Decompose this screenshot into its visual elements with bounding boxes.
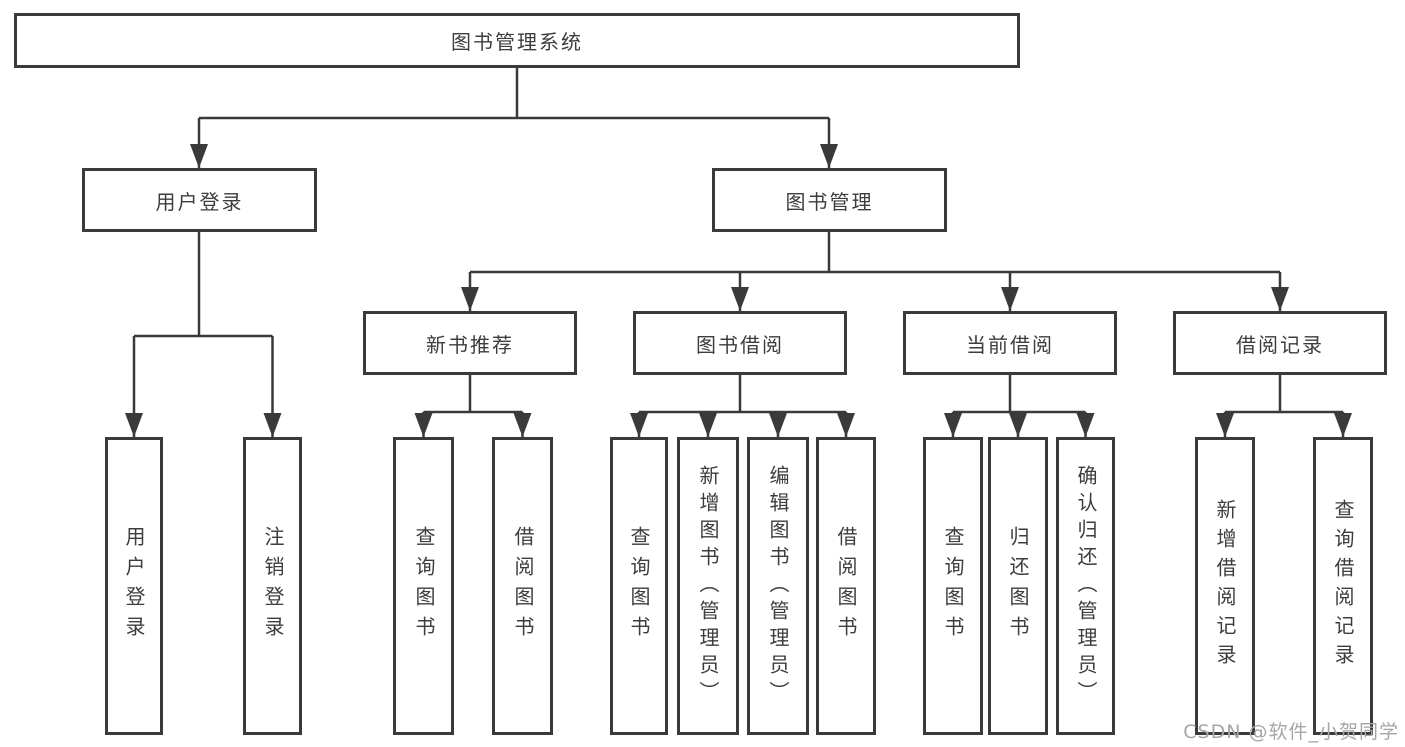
node-root-system: 图书管理系统 [14,13,1020,68]
node-borrow-records: 借阅记录 [1173,311,1387,375]
leaf-add-books-admin: 新增图书（管理员） [677,437,739,735]
csdn-watermark: CSDN @软件_小贺同学 [1183,721,1399,743]
leaf-user-login: 用户登录 [105,437,163,735]
leaf-return-books: 归还图书 [988,437,1048,735]
leaf-query-books-1: 查询图书 [393,437,454,735]
node-new-book-recommend: 新书推荐 [363,311,577,375]
leaf-borrow-books-2: 借阅图书 [816,437,876,735]
leaf-query-books-2: 查询图书 [610,437,668,735]
node-book-management: 图书管理 [712,168,947,232]
leaf-edit-books-admin: 编辑图书（管理员） [747,437,809,735]
leaf-logout: 注销登录 [243,437,302,735]
node-user-login: 用户登录 [82,168,317,232]
leaf-confirm-return-admin: 确认归还（管理员） [1056,437,1115,735]
node-book-borrow: 图书借阅 [633,311,847,375]
leaf-query-books-3: 查询图书 [923,437,983,735]
node-current-borrow: 当前借阅 [903,311,1117,375]
leaf-query-borrow-record: 查询借阅记录 [1313,437,1373,735]
leaf-borrow-books-1: 借阅图书 [492,437,553,735]
leaf-add-borrow-record: 新增借阅记录 [1195,437,1255,735]
